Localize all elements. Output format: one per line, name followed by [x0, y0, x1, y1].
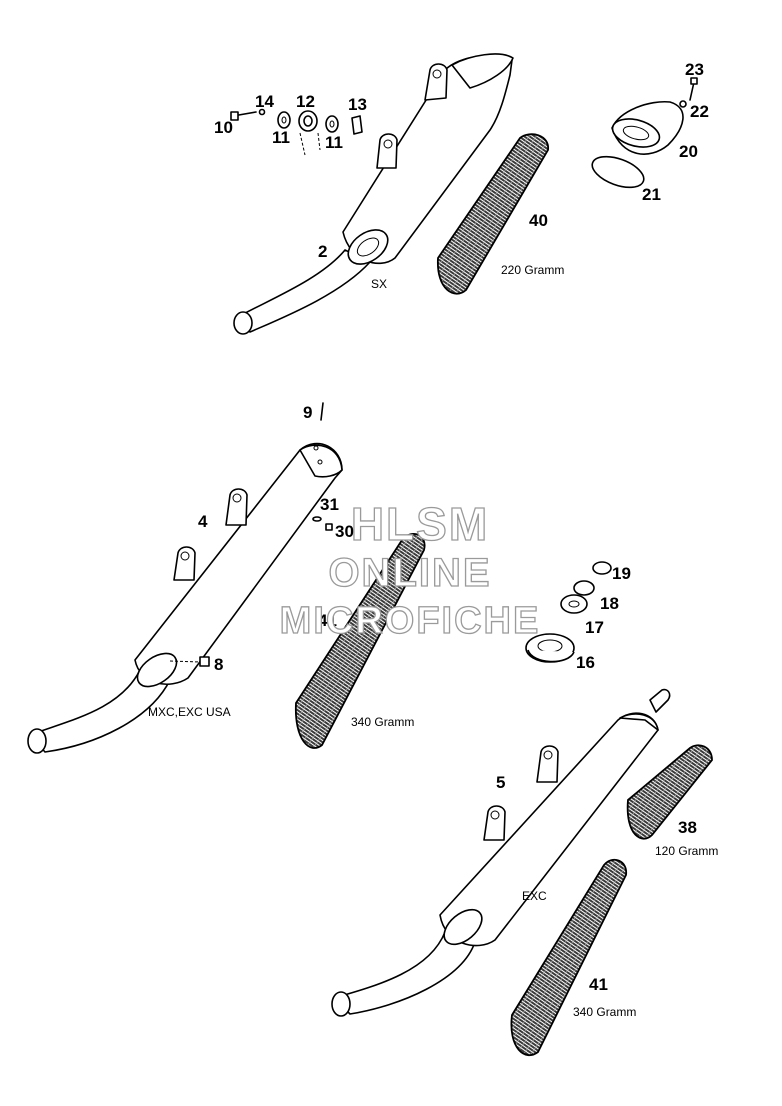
packing-38 [626, 744, 713, 840]
silencer-exc [331, 688, 671, 1017]
part-number-30: 30 [335, 522, 354, 541]
fastener-set-10-14 [230, 108, 363, 156]
fastener-9 [320, 402, 324, 421]
fastener-30-31 [312, 516, 333, 531]
part-number-23: 23 [685, 60, 704, 79]
watermark: HLSM ONLINE MICROFICHE [279, 497, 541, 642]
caption-220-gramm: 220 Gramm [501, 263, 564, 277]
silencer-mxc [27, 442, 343, 754]
part-number-10: 10 [214, 118, 233, 137]
washers-16-19 [525, 561, 612, 663]
caption-exc: EXC [522, 889, 547, 903]
silencer-sx [233, 53, 514, 335]
part-number-11-b: 11 [325, 133, 343, 152]
part-number-20: 20 [679, 142, 698, 161]
packing-41-mxc [295, 533, 426, 749]
part-number-16: 16 [576, 653, 595, 672]
part-number-9: 9 [303, 403, 312, 422]
part-number-40: 40 [529, 211, 548, 230]
part-number-22: 22 [690, 102, 709, 121]
end-cap-assembly [591, 77, 698, 189]
part-number-41-b: 41 [589, 975, 608, 994]
part-number-8: 8 [214, 655, 223, 674]
caption-120-gramm: 120 Gramm [655, 844, 718, 858]
part-number-2: 2 [318, 242, 327, 261]
watermark-line-2: ONLINE [328, 551, 491, 595]
watermark-line-3: MICROFICHE [280, 600, 541, 642]
part-number-13: 13 [348, 95, 367, 114]
packing-40 [437, 133, 549, 295]
caption-sx: SX [371, 277, 387, 291]
part-number-14: 14 [255, 92, 274, 111]
part-number-18: 18 [600, 594, 619, 613]
caption-mxc-exc-usa: MXC,EXC USA [148, 705, 231, 719]
part-number-19: 19 [612, 564, 631, 583]
part-number-17: 17 [585, 618, 604, 637]
part-number-41: 41 [318, 611, 337, 630]
watermark-line-1: HLSM [351, 498, 489, 550]
caption-340-gramm-b: 340 Gramm [573, 1005, 636, 1019]
caption-340-gramm: 340 Gramm [351, 715, 414, 729]
part-number-4: 4 [198, 512, 208, 531]
part-number-31: 31 [320, 495, 339, 514]
part-number-11: 11 [272, 128, 290, 147]
part-number-5: 5 [496, 773, 505, 792]
part-number-21: 21 [642, 185, 661, 204]
part-number-38: 38 [678, 818, 697, 837]
packing-41-exc [510, 858, 627, 1057]
part-number-12: 12 [296, 92, 315, 111]
